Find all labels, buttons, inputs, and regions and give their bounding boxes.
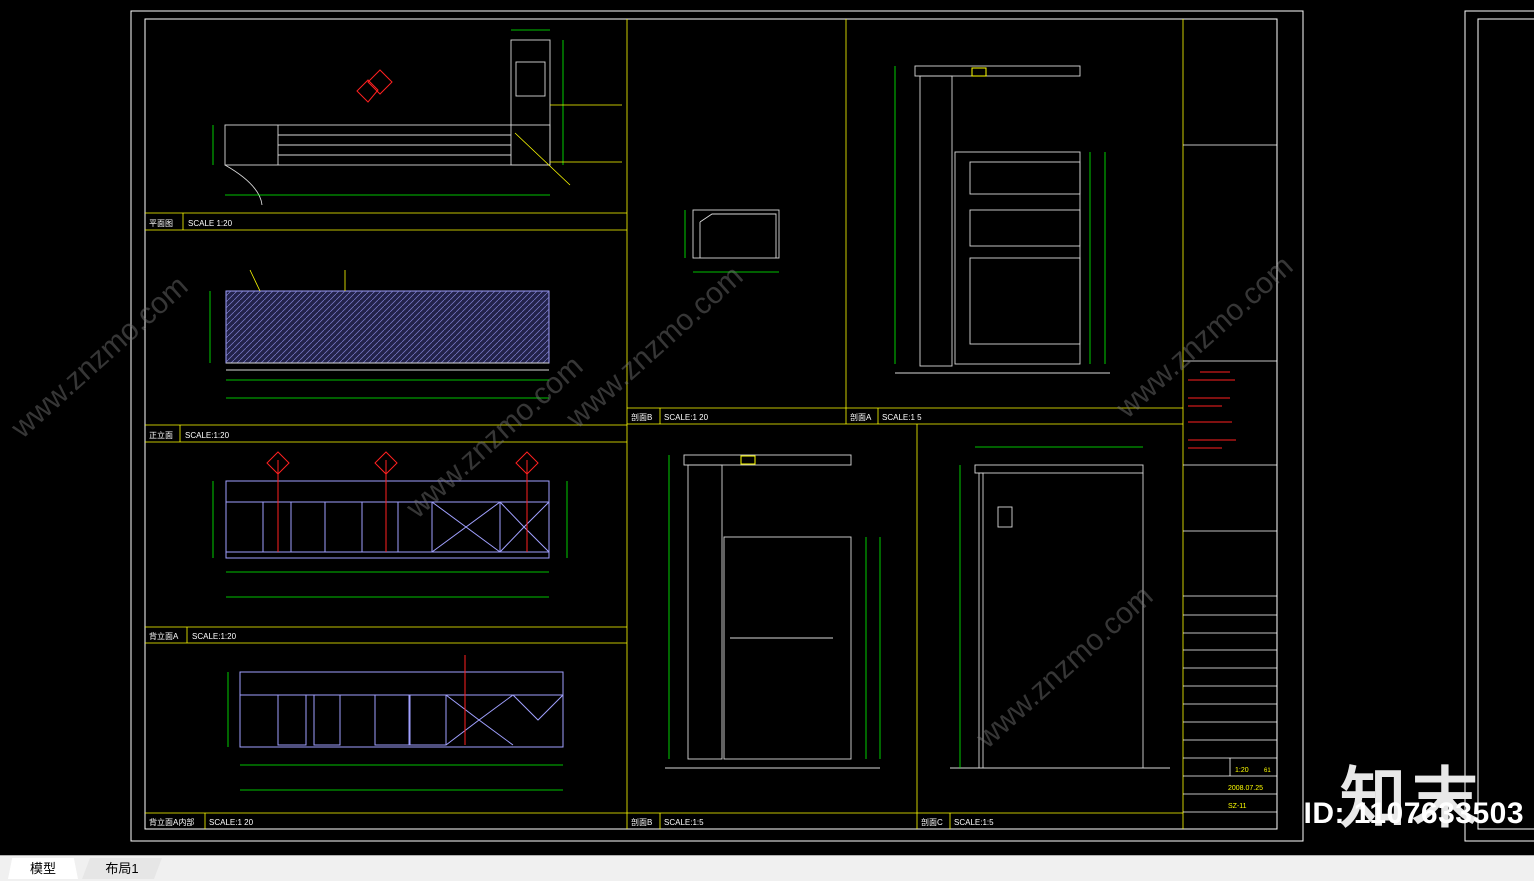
section-c (950, 446, 1170, 769)
tab-model[interactable]: 模型 (8, 858, 78, 879)
view-scale-section-b: SCALE:1:5 (664, 818, 704, 827)
drawing-frame (144, 18, 1278, 830)
view-title-section-b: 剖面B (631, 817, 652, 827)
view-title-section-b-small: 剖面B (631, 412, 652, 422)
view-title-front: 正立面 (149, 430, 173, 440)
title-date: 2008.07.25 (1228, 785, 1263, 792)
section-b (665, 454, 881, 769)
view-scale-back-a-inner: SCALE:1 20 (209, 818, 254, 827)
tab-layout1[interactable]: 布局1 (82, 858, 162, 879)
title-block: 1:20 61 2008.07.25 SZ-11 (1183, 144, 1277, 813)
view-scale-section-a: SCALE:1 5 (882, 413, 922, 422)
view-scale-back-a: SCALE:1:20 (192, 632, 237, 641)
cad-model-space[interactable]: 平面图 SCALE 1:20 正立面 SCALE:1:20 背立面A SCALE… (0, 0, 1534, 855)
section-b-small (684, 209, 780, 273)
back-elevation-a (212, 451, 568, 598)
view-scale-plan: SCALE 1:20 (188, 219, 233, 228)
view-scale-front: SCALE:1:20 (185, 431, 230, 440)
view-title-section-a: 剖面A (850, 412, 872, 422)
title-page: 61 (1264, 768, 1271, 774)
front-elevation (209, 269, 550, 399)
title-scale: 1:20 (1235, 767, 1249, 774)
view-title-section-c: 剖面C (921, 817, 943, 827)
sheet-border (130, 10, 1304, 842)
back-elevation-a-inner (227, 655, 564, 791)
next-sheet-border (1464, 10, 1534, 842)
section-a (894, 65, 1110, 374)
brand-logo: 知末 (1340, 760, 1484, 837)
plan-view (212, 29, 622, 206)
view-title-back-a: 背立面A (149, 631, 179, 641)
layout-tab-bar: 模型 布局1 (0, 855, 1534, 881)
next-drawing-frame (1477, 18, 1534, 830)
title-sheet: SZ-11 (1228, 803, 1247, 810)
view-title-back-a-inner: 背立面A内部 (149, 817, 194, 827)
view-scale-section-c: SCALE:1:5 (954, 818, 994, 827)
drawing-canvas[interactable]: 平面图 SCALE 1:20 正立面 SCALE:1:20 背立面A SCALE… (0, 0, 1534, 855)
watermark-id: ID: 1107633503 (1303, 797, 1524, 830)
view-scale-section-b-small: SCALE:1 20 (664, 413, 709, 422)
view-title-plan: 平面图 (149, 219, 173, 228)
